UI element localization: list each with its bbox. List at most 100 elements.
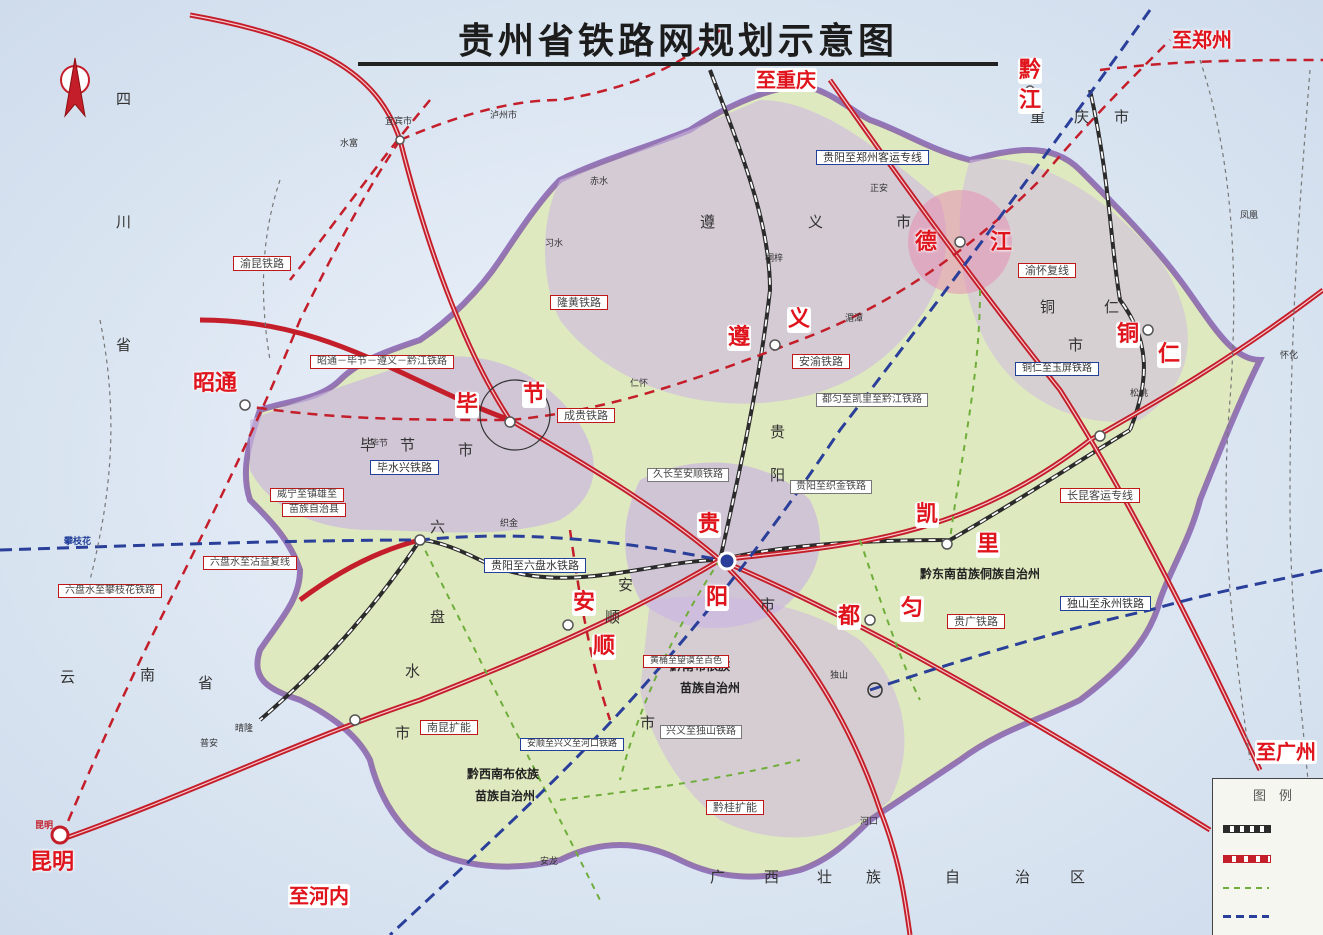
city-qianjiang-qian: 黔 xyxy=(1018,58,1043,84)
legend-title: 图 例 xyxy=(1253,789,1293,804)
city-bijie-bi: 毕 xyxy=(455,392,480,418)
place-shuifu: 水富 xyxy=(340,139,359,149)
place-yibin: 宜宾市 xyxy=(385,117,413,127)
label-yu-kun: 渝昆铁路 xyxy=(233,256,291,271)
city-anshun-an: 安 xyxy=(572,590,597,616)
city-tongren-ren: 仁 xyxy=(1157,342,1182,368)
region-guangxi-1: 广 xyxy=(710,868,726,886)
map-title: 贵州省铁路网规划示意图 xyxy=(457,20,898,62)
region-zunyi-1: 遵 xyxy=(700,213,716,231)
label-liu-hua: 六盘水至攀枝花铁路 xyxy=(58,584,162,598)
region-anshun-3: 市 xyxy=(640,714,656,732)
city-kaili-kai: 凯 xyxy=(915,502,940,528)
label-long-huang: 隆黄铁路 xyxy=(550,295,608,310)
region-guiyang-2: 阳 xyxy=(770,466,786,484)
city-zunyi-zun: 遵 xyxy=(727,325,752,351)
region-lps-4: 市 xyxy=(395,724,411,742)
existing-railways-dash xyxy=(259,69,1145,721)
place-zhengan: 正安 xyxy=(870,184,889,194)
region-guangxi-6: 治 xyxy=(1015,868,1031,886)
region-zunyi-3: 市 xyxy=(896,213,912,231)
place-chishui: 赤水 xyxy=(590,177,609,187)
dest-hanoi: 至河内 xyxy=(288,884,350,908)
label-cheng-gui: 成贵铁路 xyxy=(557,408,615,423)
legend-trunk-symbol xyxy=(1223,855,1271,863)
region-bijie-2: 节 xyxy=(400,436,416,454)
compass-north-arrow-icon xyxy=(60,57,90,118)
region-sichuan-1: 四 xyxy=(116,90,132,108)
place-jinsha: 仁怀 xyxy=(630,379,649,389)
region-anshun-1: 安 xyxy=(618,576,634,594)
map-legend: 图 例 xyxy=(1212,778,1323,935)
region-chongqing-2: 庆 xyxy=(1074,108,1090,126)
place-yuping: 松桃 xyxy=(1130,389,1149,399)
title-banner: 贵州省铁路网规划示意图 xyxy=(358,12,998,66)
label-chang-gui: 长昆客运专线 xyxy=(1060,488,1140,503)
place-huaihua: 怀化 xyxy=(1280,351,1299,361)
label-xing-du: 兴义至独山铁路 xyxy=(660,725,742,739)
label-weining-1: 威宁至镇雄至 xyxy=(270,488,344,502)
region-tongren-1: 铜 xyxy=(1040,298,1056,316)
region-bijie-1: 毕 xyxy=(360,436,376,454)
planned-blue-dashed xyxy=(0,9,1323,935)
region-guiyang-3: 市 xyxy=(760,596,776,614)
prefecture-qianxinan-line2: 苗族自治州 xyxy=(475,789,536,803)
city-kunming: 昆明 xyxy=(30,850,75,875)
label-huang-bai: 黄桶至望谟至百色 xyxy=(643,655,730,668)
region-yunnan-1: 云 xyxy=(60,668,76,686)
planned-green-dashed xyxy=(419,289,981,901)
label-panzhihua: 攀枝花 xyxy=(64,537,92,547)
city-kaili-li: 里 xyxy=(976,532,1001,558)
region-anshun-2: 顺 xyxy=(605,608,621,626)
planned-red-dashed xyxy=(58,29,1323,841)
region-sichuan-2: 川 xyxy=(116,213,132,231)
label-du-yong: 独山至永州铁路 xyxy=(1060,596,1151,611)
city-qianjiang-jiang: 江 xyxy=(1018,88,1043,114)
region-guangxi-5: 自 xyxy=(945,868,961,886)
label-duyun-kaili-qianjiang: 都匀至凯里至黔江铁路 xyxy=(816,393,928,407)
title-underline xyxy=(358,62,998,66)
city-dejiang-jiang: 江 xyxy=(990,230,1013,255)
region-lps-3: 水 xyxy=(405,662,421,680)
place-dushan: 独山 xyxy=(830,671,849,681)
prefecture-qianxinan-line1: 黔西南布依族 xyxy=(467,767,540,781)
place-jishou: 凤凰 xyxy=(1240,211,1259,221)
region-chongqing-3: 市 xyxy=(1114,108,1130,126)
label-gui-zheng-pdl: 贵阳至郑州客运专线 xyxy=(816,150,929,165)
tongren-region xyxy=(959,158,1188,422)
place-fuyuan: 晴隆 xyxy=(235,724,254,734)
region-zunyi-2: 义 xyxy=(808,213,824,231)
place-xishui: 习水 xyxy=(545,239,564,249)
place-anlong: 安龙 xyxy=(540,857,559,867)
label-qian-gui: 黔桂扩能 xyxy=(706,800,764,815)
prefecture-qiannan-line2: 苗族自治州 xyxy=(680,681,741,695)
legend-green-symbol xyxy=(1223,887,1269,889)
city-tongren-tong: 铜 xyxy=(1116,322,1141,348)
region-tongren-2: 仁 xyxy=(1104,298,1120,316)
place-luzhou: 泸州市 xyxy=(490,111,518,121)
label-bi-shui-xing: 毕水兴铁路 xyxy=(370,460,439,475)
region-guangxi-7: 区 xyxy=(1070,868,1086,886)
label-nan-kun: 南昆扩能 xyxy=(420,720,478,735)
region-guangxi-3: 壮 xyxy=(817,868,833,886)
region-sichuan-3: 省 xyxy=(116,336,132,354)
city-duyun-du: 都 xyxy=(837,604,862,630)
city-guiyang-gui: 贵 xyxy=(697,512,722,538)
region-lps-2: 盘 xyxy=(430,608,446,626)
city-zhaotong: 昭通 xyxy=(193,371,238,396)
label-tongren-yuping: 铜仁至玉屏铁路 xyxy=(1015,362,1099,376)
dest-chongqing: 至重庆 xyxy=(755,68,817,92)
region-yunnan-2: 南 xyxy=(140,666,156,684)
label-liu-zhan: 六盘水至沾益复线 xyxy=(203,556,297,570)
label-zhao-bi-zun-qian: 昭通－毕节－遵义－黔江铁路 xyxy=(310,355,454,369)
region-guiyang-1: 贵 xyxy=(770,423,786,441)
city-zunyi-yi: 义 xyxy=(787,307,812,333)
region-yunnan-3: 省 xyxy=(198,674,214,692)
prefecture-qiandongnan: 黔东南苗族侗族自治州 xyxy=(920,567,1041,581)
region-guangxi-2: 西 xyxy=(764,868,780,886)
region-guangxi-4: 族 xyxy=(866,868,882,886)
city-duyun-yun: 匀 xyxy=(900,596,925,622)
city-dejiang-de: 德 xyxy=(915,230,938,255)
dest-zhengzhou: 至郑州 xyxy=(1172,28,1232,52)
